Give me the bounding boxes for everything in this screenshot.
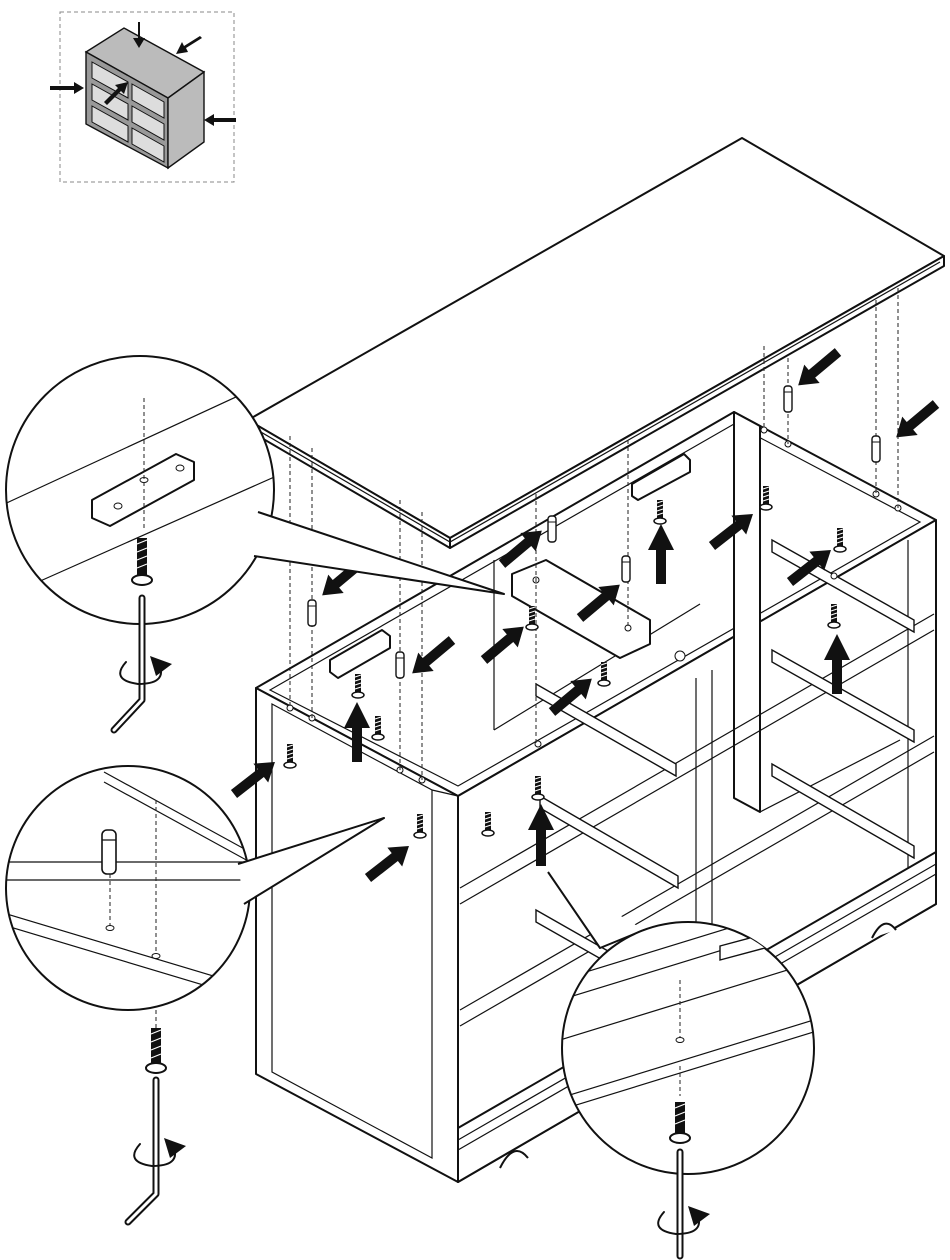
dowel-icon	[622, 556, 630, 582]
screw-icon	[146, 1028, 166, 1073]
allen-wrench-icon	[128, 1080, 156, 1222]
push-arrow-icon	[888, 395, 943, 447]
overview-thumbnail	[50, 12, 236, 182]
dowel-icon	[872, 436, 880, 462]
dowel-icon	[548, 516, 556, 542]
dowel-icon	[784, 386, 792, 412]
dowel-icon	[396, 652, 404, 678]
dowel-icon	[102, 830, 116, 874]
dowel-icon	[308, 600, 316, 626]
push-arrow-icon	[790, 343, 845, 395]
